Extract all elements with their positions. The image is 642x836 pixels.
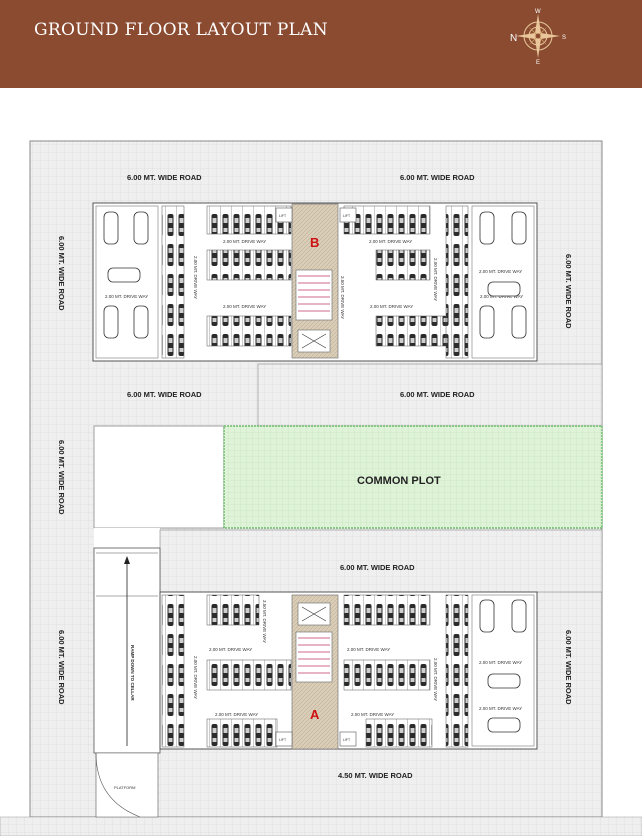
block-a-lift-left-label: LIFT	[279, 738, 287, 742]
road-bottom-label: 4.50 MT. WIDE ROAD	[338, 771, 413, 780]
block-a-driveway-2: 2.00 MT. DRIVE WAY	[347, 647, 390, 652]
block-a-cars	[479, 599, 527, 733]
mid-road-band	[257, 363, 603, 427]
road-top-right-label: 6.00 MT. WIDE ROAD	[400, 173, 475, 182]
block-a-stalls-7	[161, 594, 185, 748]
block-a-label: A	[310, 707, 320, 722]
block-b-driveway-6: 2.00 MT. DRIVE WAY	[479, 269, 522, 274]
block-b-driveway-5: 2.00 MT. DRIVE WAY	[105, 294, 148, 299]
road-right-lower-label: 6.00 MT. WIDE ROAD	[564, 630, 573, 705]
open-plot-left	[93, 425, 225, 529]
block-a-lift-right-label: LIFT	[343, 738, 351, 742]
block-b-driveway-8: 2.00 MT. DRIVE WAY	[193, 256, 198, 299]
block-a-lift-left	[275, 731, 293, 747]
block-a-staircase	[295, 631, 333, 683]
road-left-lower-label: 6.00 MT. WIDE ROAD	[57, 630, 66, 705]
block-a-driveway-5: 2.00 MT. DRIVE WAY	[479, 660, 522, 665]
block-b-stalls-4	[343, 205, 431, 235]
compass-e-label: E	[536, 60, 540, 66]
floor-plan: LIFT LIFT B 2.00 MT. DRIVE WAY 2.00 MT. …	[0, 140, 642, 836]
block-b-lift-left-label: LIFT	[279, 214, 287, 218]
block-a-stalls-8	[445, 594, 469, 748]
block-b-driveway-9: 2.00 MT. DRIVE WAY	[433, 258, 438, 301]
road-mid-left-label: 6.00 MT. WIDE ROAD	[127, 390, 202, 399]
compass-icon: N W S E	[510, 9, 566, 66]
road-left-mid-label: 6.00 MT. WIDE ROAD	[57, 440, 66, 515]
road-mid-right-label: 6.00 MT. WIDE ROAD	[400, 390, 475, 399]
compass-n-label: N	[510, 33, 517, 44]
open-plot-left-2	[94, 528, 160, 548]
block-b-driveway-2: 2.00 MT. DRIVE WAY	[369, 239, 412, 244]
block-b-lift-right-label: LIFT	[343, 214, 351, 218]
block-b-cars	[103, 211, 527, 339]
block-b-driveway-4: 2.00 MT. DRIVE WAY	[370, 304, 413, 309]
block-b-driveway-7: 2.00 MT. DRIVE WAY	[480, 294, 523, 299]
lower-road-band	[159, 529, 603, 593]
block-a-driveway-4: 2.00 MT. DRIVE WAY	[351, 712, 394, 717]
block-a-lift-right	[339, 731, 357, 747]
block-a-stalls-4	[343, 594, 431, 626]
block-b-driveway-center: 3.50 MT. DRIVE WAY	[340, 276, 345, 319]
block-b-label: B	[310, 235, 319, 250]
common-plot	[223, 425, 603, 529]
platform	[95, 752, 159, 818]
block-b-lift-left	[275, 207, 293, 223]
block-a-stalls-5	[343, 659, 431, 691]
header-banner: GROUND FLOOR LAYOUT PLAN N W S E	[0, 0, 642, 88]
block-a-driveway-8: 2.00 MT. DRIVE WAY	[433, 658, 438, 701]
bottom-strip	[0, 816, 642, 836]
block-a-driveway-6: 2.00 MT. DRIVE WAY	[479, 706, 522, 711]
block-b-stalls-2	[206, 249, 292, 281]
compass-s-label: S	[562, 35, 566, 41]
road-right-upper-label: 6.00 MT. WIDE ROAD	[564, 254, 573, 329]
block-b-driveway-1: 2.00 MT. DRIVE WAY	[223, 239, 266, 244]
block-b-stalls-3	[206, 315, 292, 347]
block-b-stalls-7	[161, 205, 185, 359]
compass-w-label: W	[535, 9, 541, 15]
road-top-left-label: 6.00 MT. WIDE ROAD	[127, 173, 202, 182]
block-b-driveway-3: 2.00 MT. DRIVE WAY	[223, 304, 266, 309]
block-a-stalls-3	[206, 718, 278, 748]
common-plot-label: COMMON PLOT	[357, 475, 441, 487]
road-left-upper-label: 6.00 MT. WIDE ROAD	[57, 236, 66, 311]
block-a-driveway-1: 2.00 MT. DRIVE WAY	[209, 647, 252, 652]
road-lower-top-label: 6.00 MT. WIDE ROAD	[340, 563, 415, 572]
block-b-lift-right	[339, 207, 357, 223]
block-a-stalls-1	[206, 594, 260, 626]
block-b-stalls-8	[445, 205, 469, 359]
block-b-stalls-5	[375, 249, 431, 281]
block-a-driveway-7: 2.00 MT. DRIVE WAY	[193, 656, 198, 699]
page-title: GROUND FLOOR LAYOUT PLAN	[34, 20, 328, 40]
ramp-label: RAMP DOWN TO CELLAR	[130, 645, 135, 701]
block-a-driveway-center: 3.50 MT. DRIVE WAY	[262, 600, 267, 643]
block-a-stalls-6	[365, 718, 433, 748]
block-b-staircase	[295, 269, 333, 321]
block-a-stalls-2	[206, 659, 292, 691]
platform-label: PLATFORM	[114, 785, 135, 790]
block-a-driveway-3: 2.00 MT. DRIVE WAY	[215, 712, 258, 717]
